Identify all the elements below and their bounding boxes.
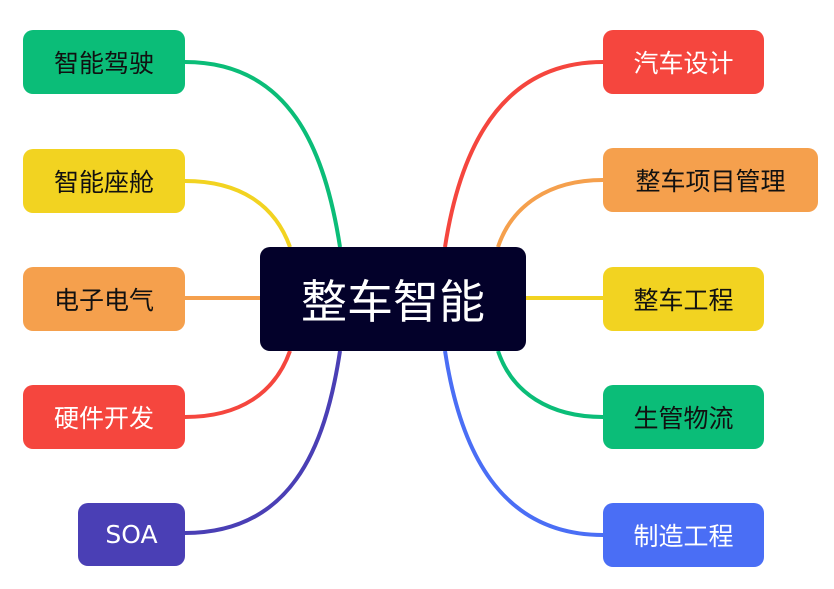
connector-left-1 (184, 179, 292, 248)
connector-left-4 (184, 350, 342, 535)
node-label: 智能驾驶 (53, 49, 154, 78)
connector-right-4 (443, 350, 604, 537)
node-label: 硬件开发 (53, 404, 154, 433)
root-node[interactable]: 整车智能 (260, 247, 526, 351)
node-label: 整车项目管理 (635, 167, 786, 196)
node-left-1[interactable]: 智能座舱 (23, 149, 185, 213)
connector-right-1 (496, 178, 604, 248)
node-left-4[interactable]: SOA (78, 503, 185, 566)
node-label: 智能座舱 (53, 168, 154, 197)
node-label: SOA (105, 520, 158, 549)
node-right-0[interactable]: 汽车设计 (603, 30, 764, 94)
connector-left-3 (184, 350, 292, 419)
node-right-4[interactable]: 制造工程 (603, 503, 764, 567)
connector-right-0 (443, 60, 604, 248)
connector-left-0 (184, 60, 342, 248)
node-left-3[interactable]: 硬件开发 (23, 385, 185, 449)
connector-right-3 (496, 350, 604, 419)
node-right-3[interactable]: 生管物流 (603, 385, 764, 449)
node-label: 生管物流 (633, 404, 734, 433)
node-left-0[interactable]: 智能驾驶 (23, 30, 185, 94)
node-label: 汽车设计 (633, 49, 734, 78)
node-label: 电子电气 (53, 286, 154, 315)
node-left-2[interactable]: 电子电气 (23, 267, 185, 331)
node-label: 整车工程 (633, 286, 734, 315)
node-right-2[interactable]: 整车工程 (603, 267, 764, 331)
node-label: 制造工程 (633, 522, 734, 551)
root-label: 整车智能 (301, 275, 485, 329)
node-right-1[interactable]: 整车项目管理 (603, 148, 818, 212)
